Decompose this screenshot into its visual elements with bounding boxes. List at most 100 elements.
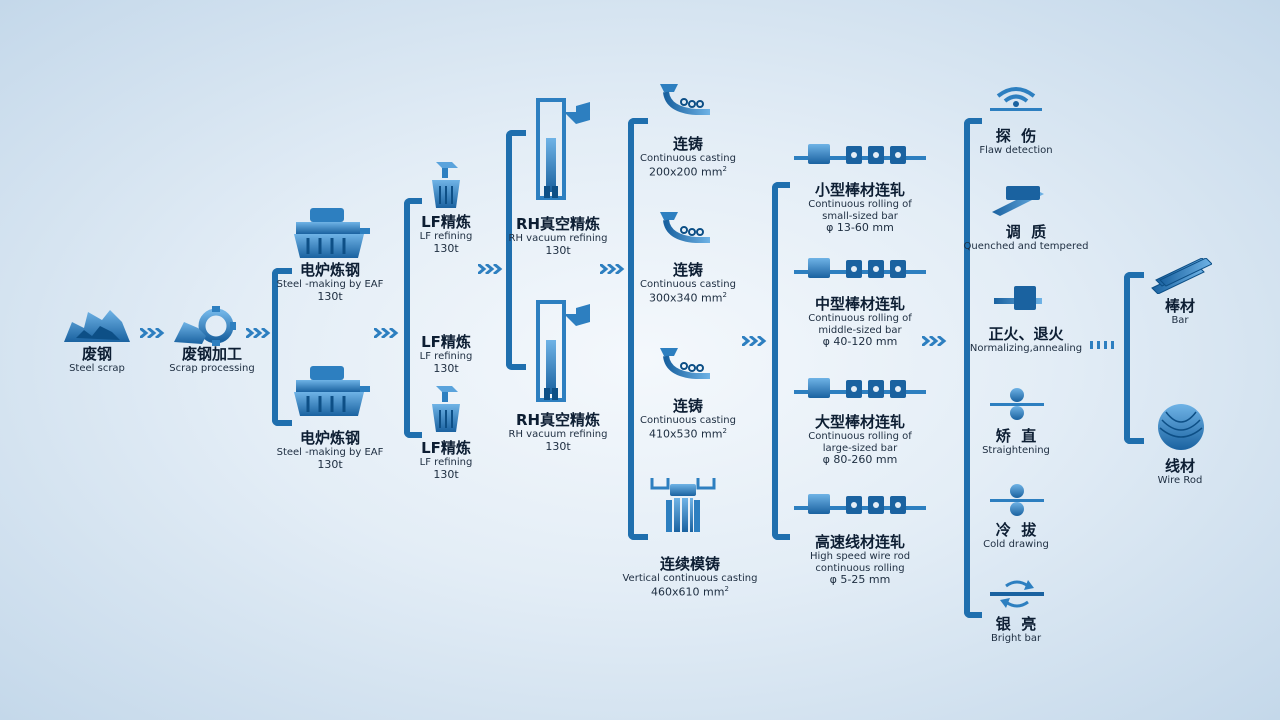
flow-arrow-icon [140,328,165,338]
stage-normal: 正火、退火 Normalizing,annealing [956,325,1096,355]
stage-scrap: 废钢 Steel scrap [52,345,142,375]
stage-cc-3-en: Continuous casting [640,415,736,427]
stage-normal-en: Normalizing,annealing [969,343,1083,355]
stage-rh-1-cap: 130t [545,243,571,257]
stage-lf-1: LF精炼 LF refining 130t [404,213,488,255]
stage-straight-zh: 矫 直 [995,427,1037,445]
bracket-eaf [272,268,292,426]
stage-roll-large: 大型棒材连轧 Continuous rolling of large-sized… [790,413,930,467]
vertical-caster-icon [650,478,716,532]
flow-arrow-icon [742,336,767,346]
stage-lf-2: LF精炼 LF refining 130t [404,333,488,375]
stage-roll-large-en1: Continuous rolling of [808,431,912,443]
caster-icon [660,348,710,379]
stage-straight: 矫 直 Straightening [956,427,1076,457]
stage-cc-1-en: Continuous casting [640,153,736,165]
stage-cc-3: 连铸 Continuous casting 410x530 mm2 [626,397,750,441]
stage-eaf-2: 电炉炼钢 Steel -making by EAF 130t [270,429,390,471]
bracket-finishing [964,118,982,618]
stage-roll-mid-en1: Continuous rolling of [808,313,912,325]
gear-icon [174,306,236,346]
ladle-icon [432,162,460,208]
stage-vcc: 连续模铸 Vertical continuous casting 460x610… [612,555,768,599]
bracket-casting [628,118,648,540]
stage-lf-2-en: LF refining [419,351,473,363]
stage-cc-1-unit-sup: 2 [722,164,727,173]
stage-cc-3-unit-sup: 2 [722,426,727,435]
product-bar-en: Bar [1171,315,1189,327]
stage-bright-zh: 银 亮 [995,615,1037,633]
stage-roll-large-zh: 大型棒材连轧 [814,413,905,431]
stage-processing-zh: 废钢加工 [181,345,242,363]
stage-rh-1: RH真空精炼 RH vacuum refining 130t [508,215,608,257]
stage-eaf-1-cap: 130t [317,289,343,303]
stage-lf-1-zh: LF精炼 [421,213,471,231]
stage-rh-2-en: RH vacuum refining [508,429,608,441]
stage-rh-2-cap: 130t [545,439,571,453]
wire-coil-icon [1158,404,1204,450]
caster-icon [660,212,710,243]
stage-quench-en: Quenched and tempered [963,241,1089,253]
product-wire: 线材 Wire Rod [1130,457,1230,487]
stage-lf-2-cap: 130t [433,361,459,375]
stage-roll-wire-en1: High speed wire rod [809,551,911,563]
stage-vcc-zh: 连续模铸 [659,555,720,573]
stage-cc-2-unit-sup: 2 [722,290,727,299]
stage-flaw-zh: 探 伤 [995,127,1037,145]
vacuum-degasser-icon [536,300,590,402]
stage-processing-en: Scrap processing [169,363,255,375]
stage-lf-3: LF精炼 LF refining 130t [404,439,488,481]
flow-arrow-icon [374,328,399,338]
stage-vcc-size: 460x610 mm [651,585,725,599]
stage-roll-mid-en2: middle-sized bar [818,324,902,336]
stage-scrap-en: Steel scrap [69,363,125,375]
stage-cc-3-size-line: 410x530 mm2 [626,427,750,441]
quench-bar-icon [992,186,1044,216]
stage-cc-2-size-line: 300x340 mm2 [626,291,750,305]
stage-cc-3-zh: 连铸 [672,397,703,415]
stage-roll-wire-zh: 高速线材连轧 [814,533,905,551]
bracket-lf [404,198,422,438]
stage-cc-2-zh: 连铸 [672,261,703,279]
stage-rh-2-zh: RH真空精炼 [515,411,601,429]
stage-lf-3-en: LF refining [419,457,473,469]
stage-vcc-size-line: 460x610 mm2 [612,585,768,599]
stage-scrap-zh: 废钢 [81,345,112,363]
stage-roll-mid-range: φ 40-120 mm [822,335,898,349]
stage-cc-1-size: 200x200 mm [649,165,723,179]
vacuum-degasser-icon [536,98,590,200]
stage-normal-zh: 正火、退火 [988,325,1064,343]
stage-roll-wire-range: φ 5-25 mm [829,573,891,587]
stage-roll-large-range: φ 80-260 mm [822,453,898,467]
stage-vcc-unit-sup: 2 [724,584,729,593]
electric-furnace-icon [294,366,370,416]
scrap-pile-icon [64,310,130,342]
electric-furnace-icon [294,208,370,258]
dashed-connector [1090,341,1114,349]
bar-bundle-icon [1151,258,1212,294]
rolling-mill-icon [794,494,926,514]
rotate-arrows-icon [990,580,1044,608]
stage-roll-large-en2: large-sized bar [822,442,898,454]
stage-roll-small: 小型棒材连轧 Continuous rolling of small-sized… [790,181,930,235]
stage-roll-small-zh: 小型棒材连轧 [814,181,905,199]
bracket-products [1124,272,1144,444]
stage-rh-2: RH真空精炼 RH vacuum refining 130t [508,411,608,453]
stage-rh-1-en: RH vacuum refining [508,233,608,245]
stage-lf-1-cap: 130t [433,241,459,255]
stage-cc-1-size-line: 200x200 mm2 [626,165,750,179]
stage-roll-mid-zh: 中型棒材连轧 [814,295,905,313]
stage-lf-3-cap: 130t [433,467,459,481]
stage-cc-2-size: 300x340 mm [649,291,723,305]
stage-eaf-2-cap: 130t [317,457,343,471]
stage-roll-small-en1: Continuous rolling of [808,199,912,211]
stage-roll-small-en2: small-sized bar [822,210,898,222]
stage-cold-en: Cold drawing [983,539,1049,551]
stage-eaf-2-en: Steel -making by EAF [276,447,384,459]
product-wire-zh: 线材 [1164,457,1195,475]
flow-arrow-icon [600,264,625,274]
wifi-signal-icon [990,87,1042,111]
stage-processing: 废钢加工 Scrap processing [162,345,262,375]
stage-roll-mid: 中型棒材连轧 Continuous rolling of middle-size… [790,295,930,349]
